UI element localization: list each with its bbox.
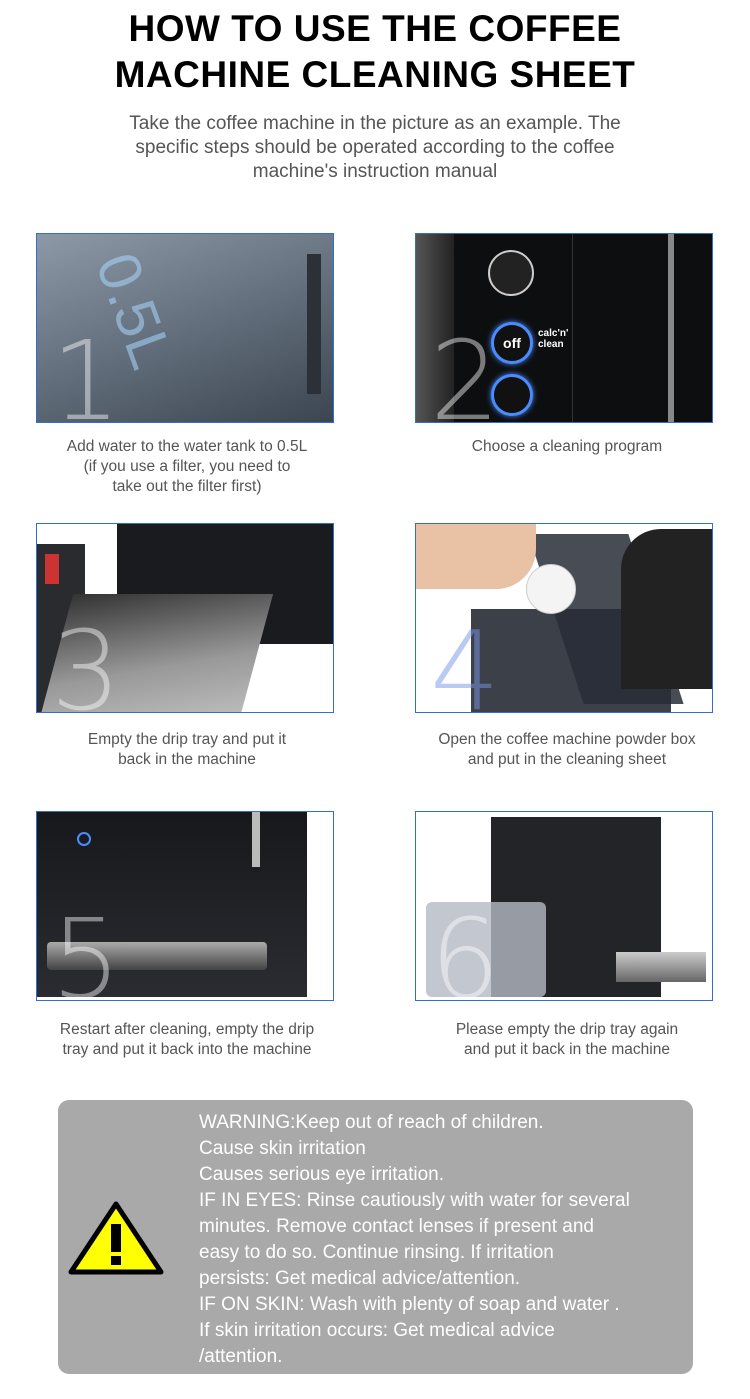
water-tank: [426, 902, 546, 997]
caption-line: Choose a cleaning program: [471, 438, 663, 455]
caption-line: take out the filter first): [112, 478, 262, 495]
subtitle-line: machine's instruction manual: [252, 161, 498, 182]
steam-button-icon: [491, 374, 533, 416]
warning-line: persists: Get medical advice/attention.: [199, 1268, 521, 1289]
step-number: 4: [430, 607, 500, 713]
warning-line: Cause skin irritation: [199, 1138, 366, 1159]
subtitle-line: Take the coffee machine in the picture a…: [129, 113, 621, 134]
step-5-caption: Restart after cleaning, empty the drip t…: [22, 1020, 352, 1060]
step-1-photo: 0.5L 1: [36, 233, 334, 423]
panel-seam: [572, 234, 573, 422]
caption-line: (if you use a filter, you need to: [83, 458, 291, 475]
step-number: 5: [51, 895, 121, 1001]
step-4-caption: Open the coffee machine powder box and p…: [402, 730, 732, 770]
caption-line: Add water to the water tank to 0.5L: [66, 438, 308, 455]
step-1-caption: Add water to the water tank to 0.5L (if …: [22, 437, 352, 497]
warning-line: IF IN EYES: Rinse cautiously with water …: [199, 1190, 630, 1211]
bean-hopper: [621, 529, 712, 689]
caption-line: Restart after cleaning, empty the drip: [59, 1021, 315, 1038]
caption-line: back in the machine: [118, 751, 256, 768]
caption-line: tray and put it back into the machine: [62, 1041, 312, 1058]
step-6-caption: Please empty the drip tray again and put…: [402, 1020, 732, 1060]
spout: [252, 812, 260, 867]
subtitle-line: specific steps should be operated accord…: [135, 137, 615, 158]
caption-line: Empty the drip tray and put it: [87, 731, 287, 748]
step-2-caption: Choose a cleaning program: [402, 437, 732, 457]
warning-line: /attention.: [199, 1346, 283, 1367]
step-3-photo: 3: [36, 523, 334, 713]
calc-clean-button: off: [491, 322, 533, 364]
drip-tray: [616, 952, 706, 982]
step-2-photo: off calc'n' clean 2: [415, 233, 713, 423]
machine-edge: [416, 234, 454, 422]
step-number: 6: [430, 895, 500, 1001]
warning-label: [45, 554, 59, 584]
caption-line: and put it back in the machine: [464, 1041, 670, 1058]
step-number: 3: [51, 607, 121, 713]
drip-tray: [47, 942, 267, 970]
warning-line: IF ON SKIN: Wash with plenty of soap and…: [199, 1294, 620, 1315]
page-title: HOW TO USE THE COFFEE MACHINE CLEANING S…: [0, 6, 750, 98]
chrome-strip: [668, 234, 674, 422]
caption-line: Please empty the drip tray again: [455, 1021, 679, 1038]
warning-text: WARNING:Keep out of reach of children. C…: [199, 1110, 689, 1370]
warning-triangle-icon: [68, 1201, 164, 1275]
title-line: MACHINE CLEANING SHEET: [114, 54, 636, 95]
title-line: HOW TO USE THE COFFEE: [128, 8, 622, 49]
warning-line: WARNING:Keep out of reach of children.: [199, 1112, 544, 1133]
warning-line: If skin irritation occurs: Get medical a…: [199, 1320, 555, 1341]
warning-line: minutes. Remove contact lenses if presen…: [199, 1216, 594, 1237]
step-3-caption: Empty the drip tray and put it back in t…: [22, 730, 352, 770]
caption-line: and put in the cleaning sheet: [467, 751, 667, 768]
warning-line: Causes serious eye irritation.: [199, 1164, 444, 1185]
step-number: 2: [430, 317, 500, 423]
step-4-photo: 4: [415, 523, 713, 713]
hand: [416, 524, 536, 589]
step-number: 1: [51, 317, 121, 423]
button-icon: [77, 832, 91, 846]
warning-box: WARNING:Keep out of reach of children. C…: [58, 1100, 693, 1374]
program-dial-icon: [488, 250, 534, 296]
step-6-photo: 6: [415, 811, 713, 1001]
step-5-photo: 5: [36, 811, 334, 1001]
caption-line: Open the coffee machine powder box: [438, 731, 696, 748]
warning-line: easy to do so. Continue rinsing. If irri…: [199, 1242, 554, 1263]
tank-edge: [307, 254, 321, 394]
calc-clean-label: calc'n' clean: [538, 328, 569, 350]
subtitle: Take the coffee machine in the picture a…: [100, 112, 650, 184]
cleaning-tablet: [526, 564, 576, 614]
